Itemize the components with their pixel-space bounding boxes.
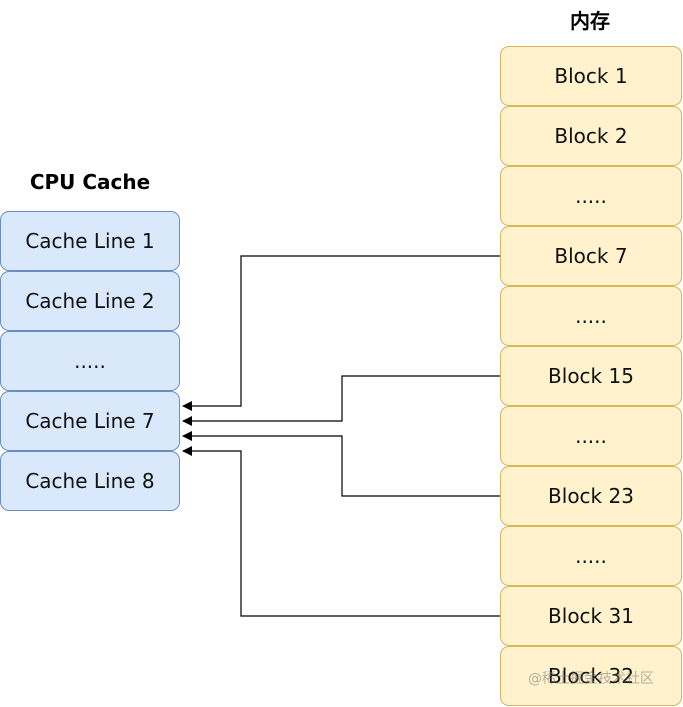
cache-line-7: Cache Line 7	[0, 391, 180, 451]
memory-block-ellipsis-2: .....	[500, 286, 682, 346]
arrow-block7-to-cache-line-7	[182, 255, 500, 411]
arrow-block31-to-cache-line-8	[182, 446, 500, 617]
memory-block-2: Block 2	[500, 106, 682, 166]
watermark: @稀土掘金技术社区	[528, 671, 654, 687]
memory-block-15: Block 15	[500, 346, 682, 406]
memory-title: 内存	[570, 9, 610, 33]
memory-block-ellipsis-1: .....	[500, 166, 682, 226]
cache-line-8: Cache Line 8	[0, 451, 180, 511]
arrow-block15-to-cache-line-7	[182, 375, 500, 426]
cpu-cache-title: CPU Cache	[29, 170, 151, 194]
cache-line-2: Cache Line 2	[0, 271, 180, 331]
memory-block-32: Block 32	[500, 646, 682, 706]
memory-block-ellipsis-3: .....	[500, 406, 682, 466]
memory-block-23: Block 23	[500, 466, 682, 526]
cache-line-ellipsis: .....	[0, 331, 180, 391]
memory-block-31: Block 31	[500, 586, 682, 646]
memory-block-ellipsis-4: .....	[500, 526, 682, 586]
arrow-block23-to-cache-line-7	[182, 431, 500, 497]
memory-block-7: Block 7	[500, 226, 682, 286]
cache-line-1: Cache Line 1	[0, 211, 180, 271]
memory-block-1: Block 1	[500, 46, 682, 106]
